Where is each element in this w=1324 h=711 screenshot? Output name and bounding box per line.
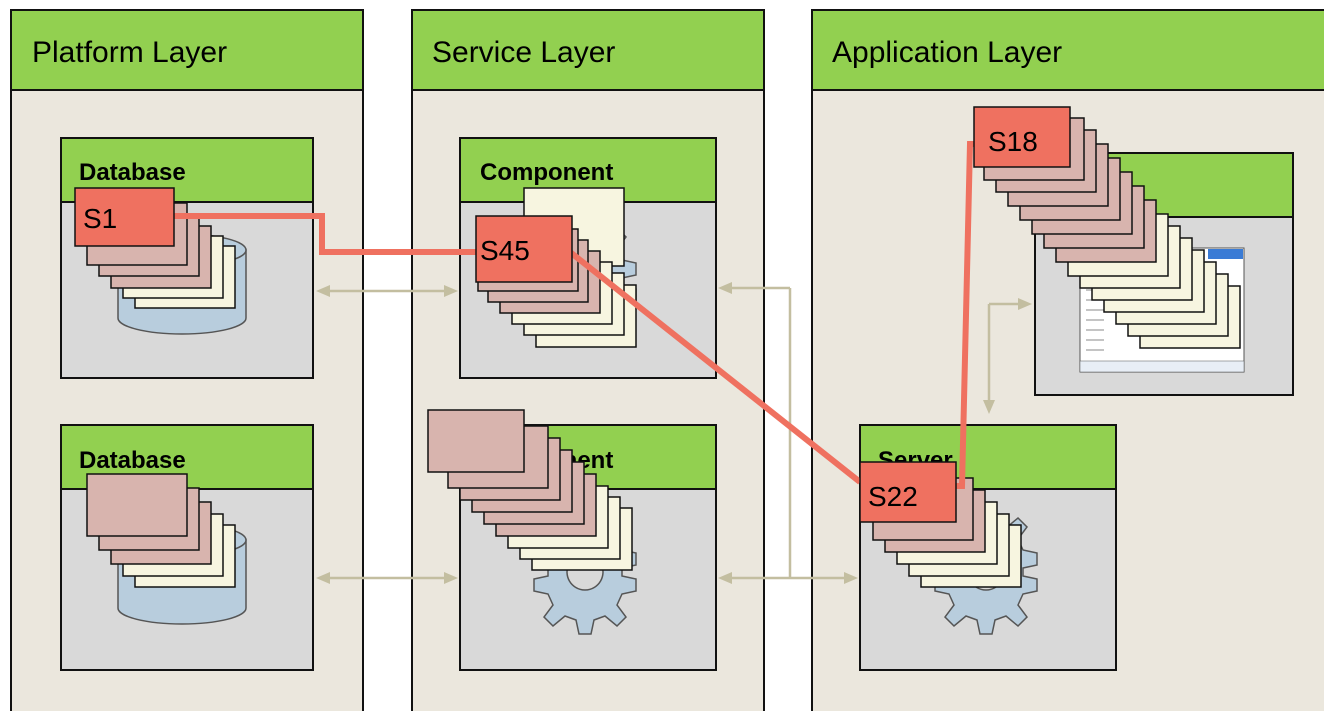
tag-s22[interactable]: S22 (859, 461, 957, 523)
tag-s1[interactable]: S1 (74, 187, 175, 247)
connector-db1-component1 (316, 285, 458, 297)
component-box-1-title: Component (480, 159, 613, 186)
tag-s18[interactable]: S18 (973, 106, 1071, 168)
card-stack-db2 (86, 473, 236, 588)
trace-path (174, 213, 476, 255)
trace-path (956, 141, 974, 489)
service-layer-title: Service Layer (432, 36, 615, 69)
application-layer-title: Application Layer (832, 36, 1062, 69)
tag-s45[interactable]: S45 (475, 215, 573, 283)
connector-db2-component2 (316, 572, 458, 584)
database-box-1-title: Database (79, 159, 186, 186)
connector-components-server (718, 282, 858, 584)
tag-s45-label: S45 (480, 235, 530, 266)
tag-s22-label: S22 (868, 481, 918, 512)
tag-s18-label: S18 (988, 126, 1038, 157)
tag-s1-label: S1 (83, 203, 117, 234)
connector-server-application (983, 298, 1032, 414)
database-box-2-title: Database (79, 447, 186, 474)
platform-layer-title: Platform Layer (32, 36, 227, 69)
card-stack-component2 (427, 409, 633, 571)
card-stack-application (983, 117, 1241, 349)
trace-path (568, 249, 862, 485)
